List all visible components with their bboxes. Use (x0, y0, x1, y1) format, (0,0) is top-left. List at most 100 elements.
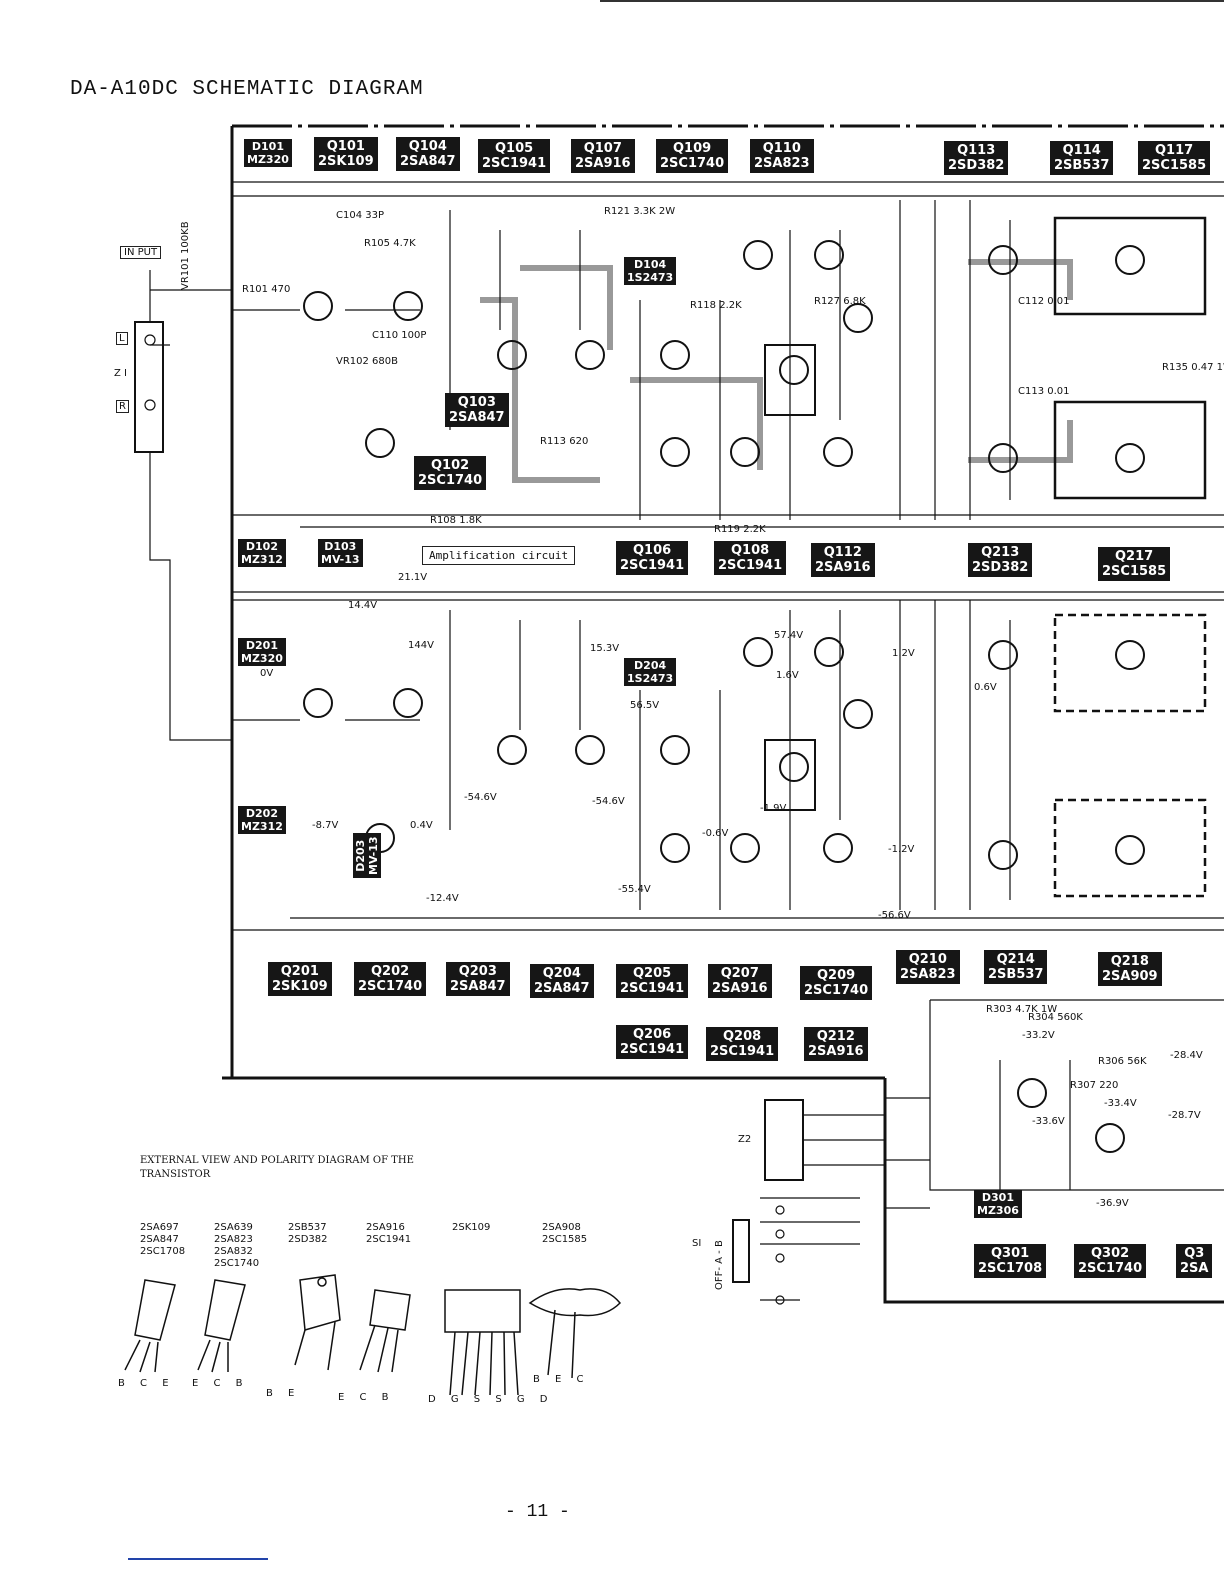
voltage-label: 0.4V (410, 820, 433, 831)
voltage-label: -54.6V (592, 796, 625, 807)
component-label: R304 560K (1028, 1012, 1083, 1023)
component-label: R127 6.8K (814, 296, 866, 307)
voltage-label: 15.3V (590, 643, 620, 654)
component-label: R101 470 (242, 284, 291, 295)
transistor-type-list: 2SK109 (452, 1222, 491, 1233)
voltage-label: -36.9V (1096, 1198, 1129, 1209)
voltage-label: 57.4V (774, 630, 804, 641)
z1-label: Z I (114, 368, 127, 379)
voltage-label: 56.5V (630, 700, 660, 711)
component-label: C112 0.01 (1018, 296, 1070, 307)
page-title: DA-A10DC SCHEMATIC DIAGRAM (70, 78, 424, 101)
voltage-label: -33.2V (1022, 1030, 1055, 1041)
voltage-label: -54.6V (464, 792, 497, 803)
voltage-label: 14.4V (348, 600, 378, 611)
component-label: R113 620 (540, 436, 589, 447)
s1-label: SI (692, 1238, 702, 1249)
amplification-circuit-label: Amplification circuit (422, 546, 576, 565)
voltage-label: 144V (408, 640, 434, 651)
component-label: R121 3.3K 2W (604, 206, 676, 217)
pin-labels: B E C (533, 1374, 590, 1385)
component-label: VR102 680B (336, 356, 399, 367)
component-label: C110 100P (372, 330, 427, 341)
voltage-label: 0V (260, 668, 274, 679)
component-label: R108 1.8K (430, 515, 482, 526)
pin-labels: D G S S G D (428, 1394, 554, 1405)
voltage-label: -12.4V (426, 893, 459, 904)
voltage-label: -28.7V (1168, 1110, 1201, 1121)
voltage-label: -33.4V (1104, 1098, 1137, 1109)
pin-labels: B C E (118, 1378, 175, 1389)
component-label: C104 33P (336, 210, 385, 221)
voltage-label: -1.9V (760, 803, 787, 814)
component-label: R303 4.7K 1W (986, 1004, 1058, 1015)
voltage-label: 0.6V (974, 682, 997, 693)
footer-rule (128, 1558, 268, 1560)
z2-label: Z2 (738, 1134, 752, 1145)
component-label: R105 4.7K (364, 238, 416, 249)
component-label: R135 0.47 1W (1162, 362, 1224, 373)
voltage-label: -1.2V (888, 844, 915, 855)
voltage-label: -28.4V (1170, 1050, 1203, 1061)
top-rule (600, 0, 1224, 2)
component-label: C113 0.01 (1018, 386, 1070, 397)
voltage-label: -33.6V (1032, 1116, 1065, 1127)
page-number: - 11 - (505, 1502, 570, 1522)
voltage-label: -56.6V (878, 910, 911, 921)
channel-l-label: L (116, 332, 128, 345)
voltage-label: 21.1V (398, 572, 428, 583)
voltage-label: 1.6V (776, 670, 799, 681)
input-label: IN PUT (120, 246, 162, 259)
voltage-label: -55.4V (618, 884, 651, 895)
voltage-label: 1.2V (892, 648, 915, 659)
component-label: VR101 100KB (180, 221, 191, 290)
external-view-caption: EXTERNAL VIEW AND POLARITY DIAGRAM OF TH… (140, 1155, 414, 1180)
voltage-label: -8.7V (312, 820, 339, 831)
component-label: R306 56K (1098, 1056, 1147, 1067)
s1-position-label: OFF- A - B (714, 1240, 725, 1290)
pin-labels: B E (266, 1388, 301, 1399)
component-label: R119 2.2K (714, 524, 766, 535)
component-label: R118 2.2K (690, 300, 742, 311)
